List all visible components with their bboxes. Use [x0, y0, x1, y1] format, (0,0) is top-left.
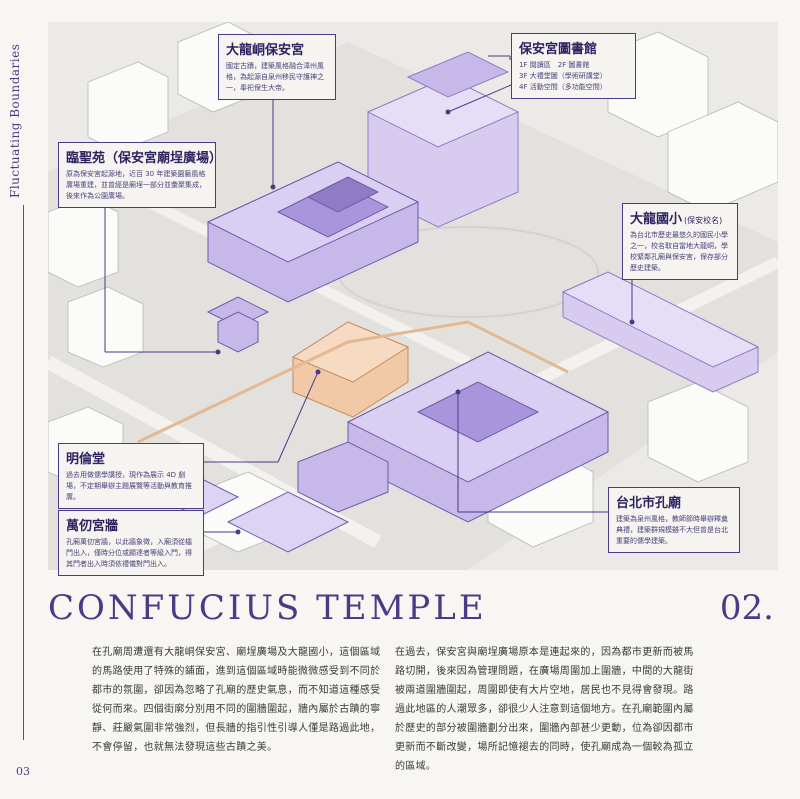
callout-title: 保安宮圖書館	[519, 42, 598, 57]
chapter-number: 02.	[719, 588, 774, 628]
body-paragraph-1: 在孔廟周遭還有大龍峒保安宮、廟埕廣場及大龍國小，這個區域的馬路使用了特殊的鋪面，…	[92, 647, 381, 753]
callout-title: 台北市孔廟	[616, 496, 682, 511]
callout-title: 萬仞宮牆	[66, 519, 119, 534]
callout-body: 孔廟萬仞宮牆，以此牆象徵，入廟須從櫺門出入，僅時分位或顯達者等級入門，得其門者出…	[66, 538, 192, 568]
callout-line: 1F 閱讀區 2F 圖書館	[519, 61, 590, 69]
callout-title: 臨聖苑（保安宮廟埕廣場）	[66, 151, 223, 166]
callout-plaza: 臨聖苑（保安宮廟埕廣場） 原為保安宮起源地，近百 30 年建築園藝風格廣場重建，…	[58, 142, 223, 208]
callout-palace-wall: 萬仞宮牆 孔廟萬仞宮牆，以此牆象徵，入廟須從櫺門出入，僅時分位或顯達者等級入門，…	[58, 510, 204, 576]
callout-library: 保安宮圖書館 1F 閱讀區 2F 圖書館 3F 大禮堂圖（學術研講堂） 4F 活…	[511, 33, 636, 99]
callout-body: 原為保安宮起源地，近百 30 年建築園藝風格廣場重建，並曾經是廟埕一部分並彙聚集…	[66, 170, 206, 200]
page-number: 03	[16, 765, 30, 778]
callout-body: 國定古蹟，建築風格融合漳州風格，為起源自泉州移民守護神之一，奉祀保生大帝。	[226, 62, 324, 92]
body-paragraph-2: 在過去，保安宮與廟埕廣場原本是連起來的，因為都市更新而被馬路切開，後來因為管理問…	[395, 647, 694, 772]
callout-body: 過去用做儒學講授，現作為展示 4D 劇場，不定期舉辦主題展覽等活動與教育推廣。	[66, 471, 192, 501]
callout-title: 大龍國小	[630, 212, 683, 227]
section-title: Fluctuating Boundaries	[8, 43, 22, 198]
side-rule	[23, 205, 24, 740]
callout-line: 3F 大禮堂圖（學術研講堂）	[519, 72, 607, 80]
callout-line: 4F 活動空間（多功能空間）	[519, 83, 607, 91]
callout-confucius-temple: 台北市孔廟 建築為泉州風格，教師節時舉辦釋奠典禮，建築群規模雖不大但曾是台北重要…	[608, 487, 740, 553]
callout-body: 為台北市歷史最悠久的國民小學之一，校名取自當地大龍峒，學校緊鄰孔廟與保安宮，保存…	[630, 231, 728, 272]
page-title: CONFUCIUS TEMPLE	[48, 588, 487, 628]
callout-minglun-hall: 明倫堂 過去用做儒學講授，現作為展示 4D 劇場，不定期舉辦主題展覽等活動與教育…	[58, 443, 204, 509]
callout-body: 建築為泉州風格，教師節時舉辦釋奠典禮，建築群規模雖不大但曾是台北重要的儒學建築。	[616, 515, 728, 545]
callout-school: 大龍國小(保安校名) 為台北市歷史最悠久的國民小學之一，校名取自當地大龍峒，學校…	[622, 203, 738, 280]
callout-subtitle: (保安校名)	[684, 216, 723, 225]
callout-title: 大龍峒保安宮	[226, 43, 305, 58]
callout-baoan-temple: 大龍峒保安宮 國定古蹟，建築風格融合漳州風格，為起源自泉州移民守護神之一，奉祀保…	[218, 34, 336, 100]
callout-title: 明倫堂	[66, 452, 106, 467]
